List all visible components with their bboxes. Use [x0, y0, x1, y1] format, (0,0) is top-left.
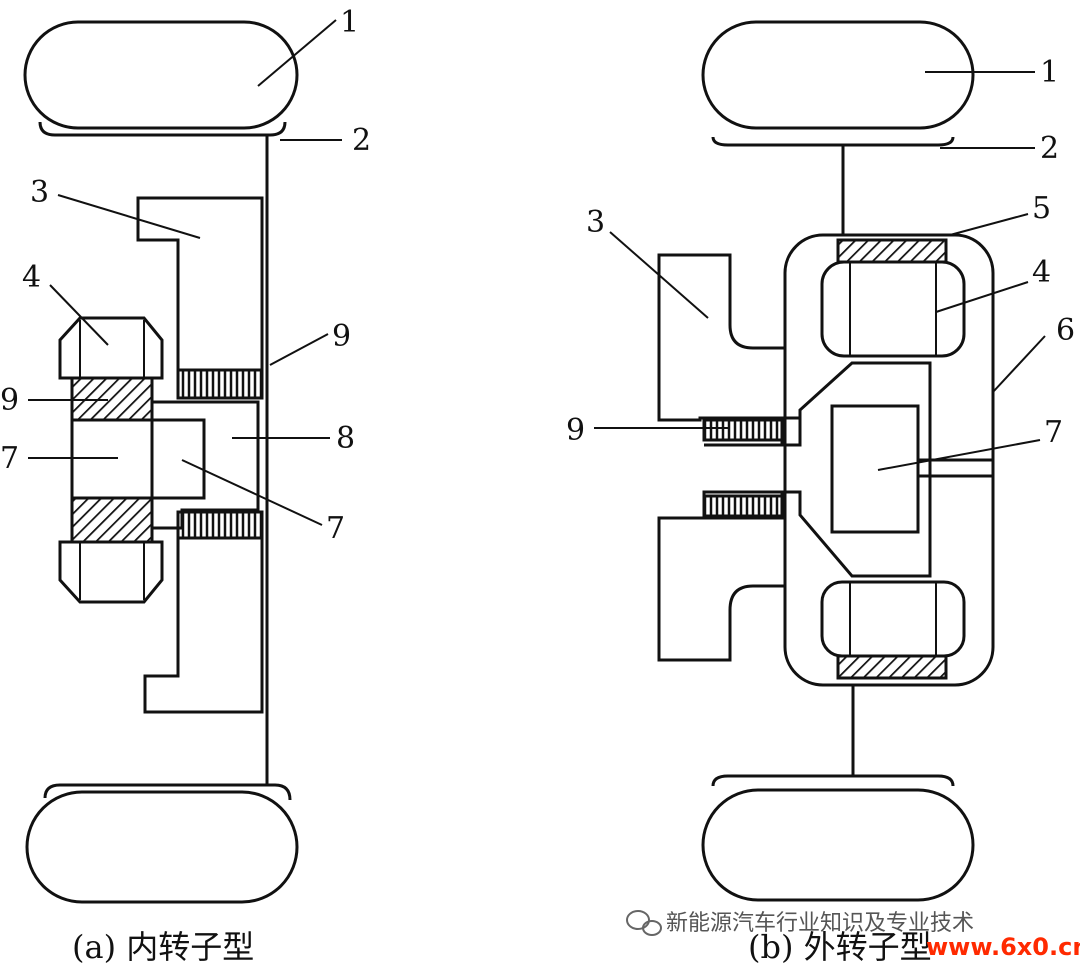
label-a-3: 3	[30, 175, 49, 210]
tire-bottom-a	[25, 790, 299, 904]
watermark-site: www.6x0.cn	[926, 933, 1080, 961]
label-b-5: 5	[1032, 191, 1051, 226]
chamber-inner-a	[150, 418, 206, 500]
hatch-bottom-a	[70, 496, 154, 544]
label-b-4: 4	[1032, 255, 1051, 290]
watermark-text: 新能源汽车行业知识及专业技术	[666, 911, 974, 936]
housing-b-bottom	[657, 516, 787, 662]
label-b-7: 7	[1044, 415, 1063, 450]
label-b-1: 1	[1040, 55, 1059, 90]
label-a-9-right: 9	[332, 319, 351, 354]
rim-top-a	[38, 121, 287, 137]
magnet-top-b	[836, 238, 948, 264]
wechat-icon	[626, 910, 662, 936]
label-b-2: 2	[1040, 131, 1059, 166]
label-b-6: 6	[1056, 313, 1075, 348]
label-a-4: 4	[22, 260, 41, 295]
label-a-1: 1	[340, 5, 359, 40]
gear-top-a	[58, 316, 164, 380]
winding-top-b	[702, 418, 784, 442]
caption-a: (a) 内转子型	[72, 928, 254, 966]
magnet-bottom-b	[836, 654, 948, 680]
label-a-9-left: 9	[0, 383, 19, 418]
chamber-a	[152, 400, 260, 530]
rotor-core-b	[830, 404, 920, 534]
rim-bottom-b	[711, 774, 955, 787]
tire-top-b	[701, 20, 975, 130]
label-a-7-right: 7	[326, 511, 345, 546]
winding-bottom-b	[702, 494, 784, 518]
label-a-7-left: 7	[0, 441, 19, 476]
inner-rotor-diagram: 1 2 3 4 9 9 7 8 7 (a) 内转子型	[0, 5, 371, 966]
caption-b: (b) 外转子型	[748, 928, 932, 966]
label-a-8: 8	[336, 421, 355, 456]
coil-top-b	[820, 260, 966, 358]
coil-bottom-b	[820, 580, 966, 658]
watermark: 新能源汽车行业知识及专业技术 www.6x0.cn	[626, 910, 1080, 961]
outer-rotor-diagram: 1 2 3 5 4 6 9 7 (b) 外转子型	[566, 20, 1075, 966]
label-b-9: 9	[566, 413, 585, 448]
tire-bottom-b	[701, 788, 975, 902]
winding-top-a	[176, 368, 264, 400]
gear-bottom-a	[58, 540, 164, 604]
label-a-2: 2	[352, 123, 371, 158]
rim-bottom-a	[43, 783, 292, 801]
rim-top-b	[711, 136, 955, 147]
winding-bottom-a	[176, 510, 264, 540]
housing-b-top	[657, 253, 787, 422]
label-b-3: 3	[586, 205, 605, 240]
tire-top-a	[23, 20, 299, 130]
